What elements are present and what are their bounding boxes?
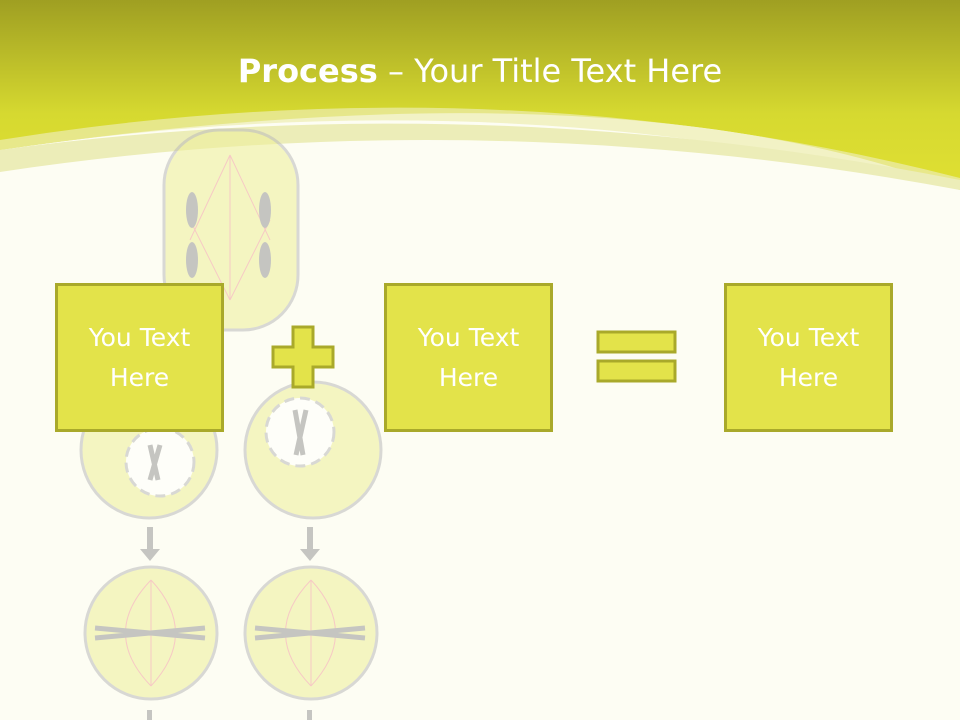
text-box-2[interactable]: You Text Here [384,283,553,432]
equals-icon [596,330,677,383]
text-box-label: You Text Here [417,322,520,392]
title-bold: Process [237,52,378,90]
plus-icon [271,325,335,389]
text-box-label: You Text Here [88,322,191,392]
slide-title: Process – Your Title Text Here [0,52,960,90]
text-box-3[interactable]: You Text Here [724,283,893,432]
text-box-1[interactable]: You Text Here [55,283,224,432]
title-rest: – Your Title Text Here [377,52,723,90]
text-box-label: You Text Here [757,322,860,392]
header-band [0,0,960,190]
